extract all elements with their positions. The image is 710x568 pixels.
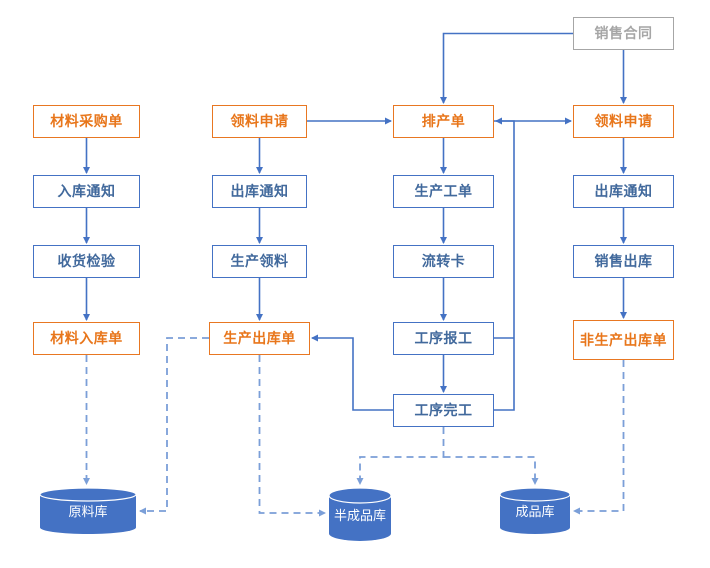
node-cktz2-box[interactable]: 出库通知 — [573, 175, 674, 208]
node-scll-box[interactable]: 生产领料 — [212, 245, 307, 278]
node-label: 非生产出库单 — [580, 331, 667, 348]
node-fsck-box[interactable]: 非生产出库单 — [573, 320, 674, 360]
node-gxbg-box[interactable]: 工序报工 — [393, 322, 494, 355]
node-label: 流转卡 — [421, 253, 466, 269]
node-llsq2-box[interactable]: 领料申请 — [573, 105, 674, 138]
node-label: 出库通知 — [230, 183, 289, 199]
node-label: 收货检验 — [57, 253, 116, 269]
node-llsq1-box[interactable]: 领料申请 — [212, 105, 307, 138]
edge-gxwg-bcpk — [356, 427, 445, 485]
node-lzk-box[interactable]: 流转卡 — [393, 245, 494, 278]
node-shjy-box[interactable]: 收货检验 — [33, 245, 140, 278]
store-ylk-cylinder[interactable]: 原料库 — [40, 488, 136, 534]
node-label: 入库通知 — [57, 183, 116, 199]
node-label: 销售出库 — [594, 253, 653, 269]
node-label: 材料采购单 — [50, 113, 123, 129]
edge-fsck-cpk — [573, 360, 625, 515]
node-label: 领料申请 — [594, 113, 653, 129]
node-label: 销售合同 — [594, 25, 653, 41]
node-xsht-box[interactable]: 销售合同 — [573, 17, 674, 50]
node-cgd-box[interactable]: 材料采购单 — [33, 105, 140, 138]
edge-sccdk-ylk — [139, 337, 209, 515]
node-cktz1-box[interactable]: 出库通知 — [212, 175, 307, 208]
node-label: 材料入库单 — [50, 330, 123, 346]
edge-sccdk-bcpk — [258, 355, 326, 517]
edge-gxwg-pcd — [494, 117, 515, 411]
node-label: 工序完工 — [414, 402, 473, 418]
node-clrk-box[interactable]: 材料入库单 — [33, 322, 140, 355]
store-bcpk-cylinder[interactable]: 半成品库 — [329, 488, 391, 541]
edge-xsht-pcd — [440, 32, 573, 104]
node-label: 生产出库单 — [223, 330, 296, 346]
node-label: 工序报工 — [414, 330, 473, 346]
node-label: 排产单 — [421, 113, 466, 129]
node-scgd-box[interactable]: 生产工单 — [393, 175, 494, 208]
node-label: 生产领料 — [230, 253, 289, 269]
node-rktz-box[interactable]: 入库通知 — [33, 175, 140, 208]
store-label: 半成品库 — [333, 507, 386, 523]
store-cpk-cylinder[interactable]: 成品库 — [500, 488, 570, 534]
node-label: 领料申请 — [230, 113, 289, 129]
edge-gxwg-sccdk — [311, 334, 393, 411]
node-gxwg-box[interactable]: 工序完工 — [393, 394, 494, 427]
cylinder-shape — [329, 488, 391, 541]
cylinder-shape — [40, 488, 136, 534]
node-label: 生产工单 — [414, 183, 473, 199]
cylinder-shape — [500, 488, 570, 534]
store-label: 原料库 — [68, 503, 108, 519]
node-label: 出库通知 — [594, 183, 653, 199]
store-label: 成品库 — [515, 503, 555, 519]
node-sccdk-box[interactable]: 生产出库单 — [209, 322, 310, 355]
node-xsck-box[interactable]: 销售出库 — [573, 245, 674, 278]
edge-gxwg-cpk — [443, 456, 539, 485]
node-pcd-box[interactable]: 排产单 — [393, 105, 494, 138]
